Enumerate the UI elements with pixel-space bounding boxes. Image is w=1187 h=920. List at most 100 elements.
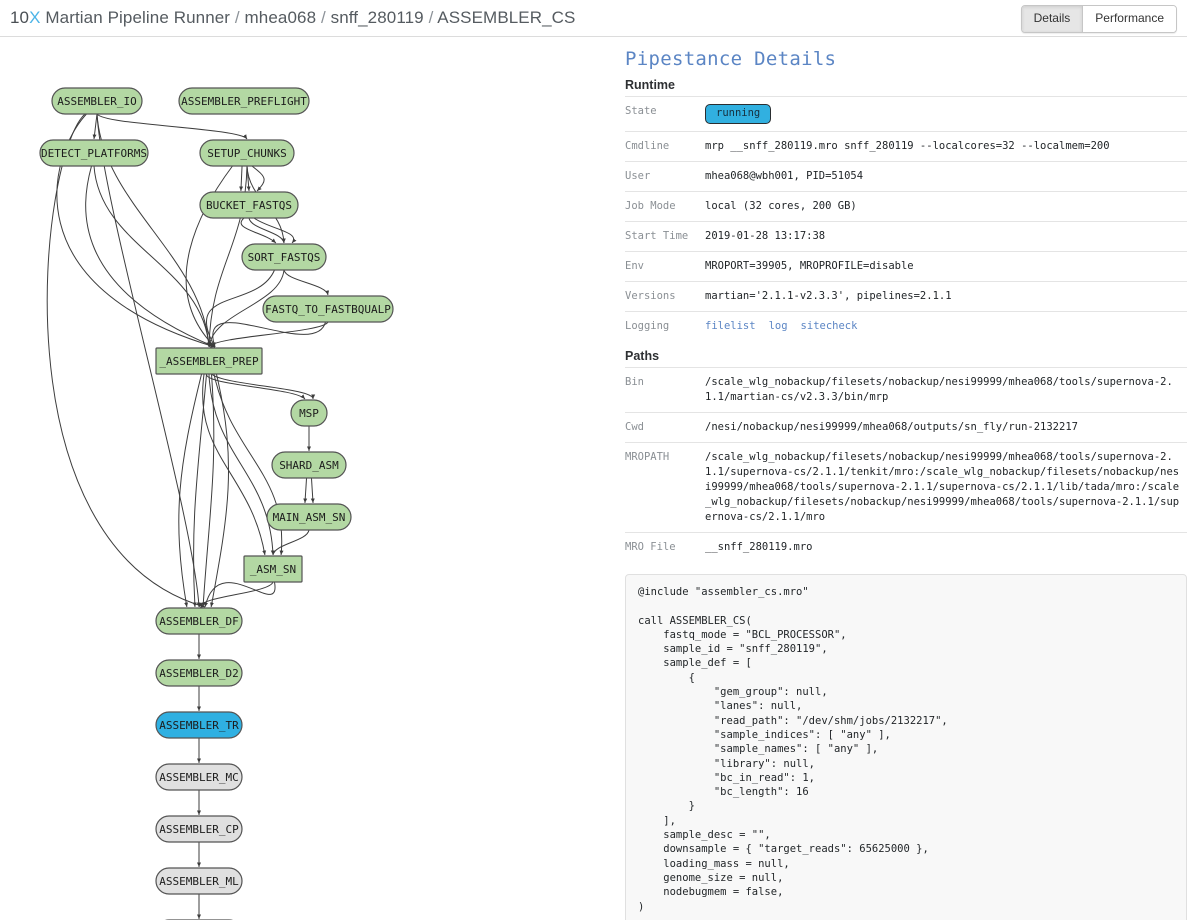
row-key-env: Env	[625, 260, 644, 272]
graph-edge	[208, 321, 329, 348]
table-row-cwd: Cwd /nesi/nobackup/nesi99999/mhea068/out…	[625, 412, 1187, 443]
mro-source-code: @include "assembler_cs.mro" call ASSEMBL…	[625, 574, 1187, 920]
paths-section-heading: Paths	[625, 349, 660, 363]
graph-node-shape[interactable]	[241, 243, 327, 271]
graph-node-assembler_mc[interactable]: ASSEMBLER_MC	[155, 763, 243, 791]
graph-node-assembler_ml[interactable]: ASSEMBLER_ML	[155, 867, 243, 895]
graph-node-shape[interactable]	[155, 815, 243, 843]
graph-edge	[96, 113, 248, 140]
graph-node-shape[interactable]	[266, 503, 352, 531]
graph-node-shape[interactable]	[199, 139, 295, 167]
graph-edge	[93, 165, 211, 348]
graph-node-assembler_preflight[interactable]: ASSEMBLER_PREFLIGHT	[178, 87, 310, 115]
link-filelist[interactable]: filelist	[705, 320, 756, 332]
row-key-bin: Bin	[625, 376, 644, 388]
graph-node-shape[interactable]	[155, 763, 243, 791]
row-value-logging: filelist log sitecheck	[705, 312, 1187, 342]
table-row-versions: Versions martian='2.1.1-v2.3.3', pipelin…	[625, 281, 1187, 312]
graph-edge	[206, 269, 275, 348]
page-title: 10X Martian Pipeline Runner / mhea068 / …	[10, 8, 576, 27]
view-tabs: Details Performance	[1020, 5, 1177, 33]
row-key-mrofile: MRO File	[625, 541, 676, 553]
graph-edge	[310, 477, 315, 504]
row-value-bin: /scale_wlg_nobackup/filesets/nobackup/ne…	[705, 376, 1173, 403]
brand-rest: Martian Pipeline Runner	[40, 8, 231, 27]
pipeline-graph[interactable]: ASSEMBLER_IO ASSEMBLER_PREFLIGHT DETECT_PL…	[0, 37, 608, 920]
graph-edge-layer	[46, 113, 330, 919]
graph-node-detect_platforms[interactable]: DETECT_PLATFORMS	[39, 139, 149, 167]
row-value-env: MROPORT=39905, MROPROFILE=disable	[705, 260, 914, 272]
graph-edge	[178, 373, 203, 608]
graph-edge	[192, 373, 208, 608]
graph-node-msp[interactable]: MSP	[290, 399, 328, 427]
table-row-env: Env MROPORT=39905, MROPROFILE=disable	[625, 251, 1187, 282]
graph-node-assembler_prep[interactable]: _ASSEMBLER_PREP	[155, 347, 263, 375]
graph-edge	[253, 217, 297, 244]
graph-node-assembler_io[interactable]: ASSEMBLER_IO	[51, 87, 143, 115]
graph-edge	[211, 373, 316, 400]
graph-edge	[201, 373, 215, 608]
graph-node-shape[interactable]	[155, 867, 243, 895]
pipestance-details-pane[interactable]: Pipestance Details Runtime State running…	[615, 37, 1187, 920]
graph-node-shape[interactable]	[243, 555, 303, 583]
graph-node-shape[interactable]	[290, 399, 328, 427]
graph-node-shape[interactable]	[39, 139, 149, 167]
graph-node-assembler_tr[interactable]: ASSEMBLER_TR	[155, 711, 243, 739]
row-key-starttime: Start Time	[625, 230, 689, 242]
graph-edge	[202, 373, 267, 556]
graph-edge	[209, 373, 229, 608]
graph-node-assembler_cp[interactable]: ASSEMBLER_CP	[155, 815, 243, 843]
graph-node-assembler_df[interactable]: ASSEMBLER_DF	[155, 607, 243, 635]
top-bar: 10X Martian Pipeline Runner / mhea068 / …	[0, 0, 1187, 37]
brand-10: 10	[10, 8, 30, 27]
row-value-state: running	[705, 97, 1187, 132]
row-value-starttime: 2019-01-28 13:17:38	[705, 230, 826, 242]
graph-node-assembler_d2[interactable]: ASSEMBLER_D2	[155, 659, 243, 687]
graph-node-fastq_to_fastbqualp[interactable]: FASTQ_TO_FASTBQUALP	[262, 295, 394, 323]
row-value-cmdline: mrp __snff_280119.mro snff_280119 --loca…	[705, 140, 1110, 152]
runtime-table: State running Cmdline mrp __snff_280119.…	[625, 96, 1187, 341]
table-row-mropath: MROPATH /scale_wlg_nobackup/filesets/nob…	[625, 442, 1187, 533]
row-value-versions: martian='2.1.1-v2.3.3', pipelines=2.1.1	[705, 290, 952, 302]
paths-table: Bin /scale_wlg_nobackup/filesets/nobacku…	[625, 367, 1187, 562]
graph-edge	[303, 477, 308, 504]
link-sitecheck[interactable]: sitecheck	[800, 320, 858, 332]
tab-details[interactable]: Details	[1021, 6, 1084, 32]
graph-node-shape[interactable]	[271, 451, 347, 479]
graph-node-sort_fastqs[interactable]: SORT_FASTQS	[241, 243, 327, 271]
link-log[interactable]: log	[768, 320, 788, 332]
tab-performance[interactable]: Performance	[1083, 6, 1176, 32]
breadcrumb-pipestance[interactable]: snff_280119	[330, 8, 424, 27]
graph-node-shard_asm[interactable]: SHARD_ASM	[271, 451, 347, 479]
row-value-mrofile: __snff_280119.mro	[705, 541, 813, 553]
graph-edge	[283, 269, 330, 296]
graph-node-bucket_fastqs[interactable]: BUCKET_FASTQS	[199, 191, 299, 219]
graph-edge	[92, 113, 98, 140]
graph-node-layer: ASSEMBLER_IO ASSEMBLER_PREFLIGHT DETECT_PL…	[39, 87, 394, 920]
graph-edge	[208, 373, 275, 556]
graph-node-shape[interactable]	[155, 659, 243, 687]
status-badge[interactable]: running	[705, 104, 772, 124]
graph-node-shape[interactable]	[199, 191, 299, 219]
row-value-jobmode: local (32 cores, 200 GB)	[705, 200, 857, 212]
row-key-versions: Versions	[625, 290, 676, 302]
breadcrumb-pipeline[interactable]: ASSEMBLER_CS	[437, 8, 576, 27]
graph-node-shape[interactable]	[155, 711, 243, 739]
graph-edge	[239, 165, 244, 192]
graph-node-shape[interactable]	[155, 347, 263, 375]
graph-node-setup_chunks[interactable]: SETUP_CHUNKS	[199, 139, 295, 167]
graph-node-main_asm_sn[interactable]: MAIN_ASM_SN	[266, 503, 352, 531]
graph-edge	[85, 165, 216, 348]
graph-node-shape[interactable]	[178, 87, 310, 115]
table-row-user: User mhea068@wbh001, PID=51054	[625, 161, 1187, 192]
graph-node-shape[interactable]	[262, 295, 394, 323]
runtime-section-heading: Runtime	[625, 78, 675, 92]
graph-node-shape[interactable]	[155, 607, 243, 635]
graph-edge	[185, 165, 233, 348]
graph-node-shape[interactable]	[51, 87, 143, 115]
main-content: ASSEMBLER_IO ASSEMBLER_PREFLIGHT DETECT_PL…	[0, 37, 1187, 920]
pipeline-graph-pane[interactable]: ASSEMBLER_IO ASSEMBLER_PREFLIGHT DETECT_PL…	[0, 37, 608, 920]
breadcrumb-user[interactable]: mhea068	[244, 8, 317, 27]
graph-node-asm_sn[interactable]: _ASM_SN	[243, 555, 303, 583]
